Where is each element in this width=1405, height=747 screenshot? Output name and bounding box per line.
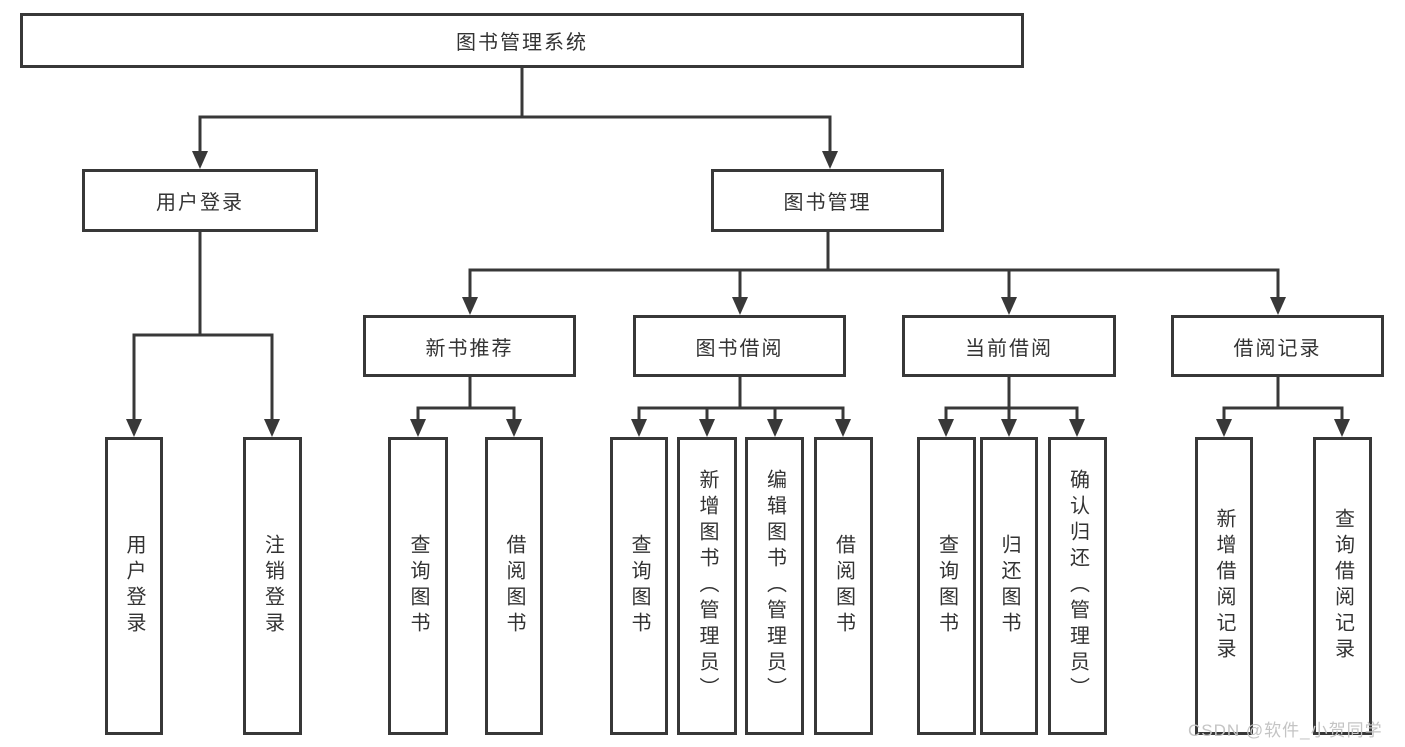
- node-new-book-recommendation: 新书推荐: [363, 315, 576, 377]
- leaf-query-books-current: 查询图书: [917, 437, 976, 735]
- leaf-user-login-label: 用户登录: [123, 534, 145, 638]
- arrowheads: [126, 151, 1350, 437]
- node-library-management-system: 图书管理系统: [20, 13, 1024, 68]
- leaf-logout-label: 注销登录: [261, 534, 284, 638]
- leaf-query-books-current-label: 查询图书: [935, 534, 958, 638]
- leaf-borrow-books: 借阅图书: [814, 437, 873, 735]
- leaf-query-books-recommendation-label: 查询图书: [407, 534, 429, 638]
- leaf-borrow-books-recommendation-label: 借阅图书: [503, 534, 525, 638]
- node-book-borrowing: 图书借阅: [633, 315, 846, 377]
- leaf-add-books-admin: 新增图书（管理员）: [677, 437, 737, 735]
- leaf-query-books-borrowing: 查询图书: [610, 437, 668, 735]
- leaf-confirm-return-admin: 确认归还（管理员）: [1048, 437, 1107, 735]
- node-current-borrowing: 当前借阅: [902, 315, 1116, 377]
- node-user-login: 用户登录: [82, 169, 318, 232]
- leaf-query-borrow-record-label: 查询借阅记录: [1331, 508, 1354, 664]
- leaf-edit-books-admin-label: 编辑图书（管理员）: [763, 469, 786, 703]
- leaf-add-books-admin-label: 新增图书（管理员）: [696, 469, 718, 703]
- leaf-borrow-books-label: 借阅图书: [832, 534, 855, 638]
- leaf-confirm-return-admin-label: 确认归还（管理员）: [1066, 469, 1089, 703]
- node-borrowing-records: 借阅记录: [1171, 315, 1384, 377]
- leaf-query-books-recommendation: 查询图书: [388, 437, 448, 735]
- leaf-return-books: 归还图书: [980, 437, 1038, 735]
- leaf-add-borrow-record-label: 新增借阅记录: [1213, 508, 1235, 664]
- leaf-return-books-label: 归还图书: [998, 534, 1020, 638]
- leaf-logout: 注销登录: [243, 437, 302, 735]
- leaf-edit-books-admin: 编辑图书（管理员）: [745, 437, 804, 735]
- csdn-watermark: CSDN @软件_小贺同学: [1188, 721, 1383, 740]
- leaf-add-borrow-record: 新增借阅记录: [1195, 437, 1253, 735]
- leaf-borrow-books-recommendation: 借阅图书: [485, 437, 543, 735]
- leaf-query-books-borrowing-label: 查询图书: [628, 534, 650, 638]
- node-book-management: 图书管理: [711, 169, 944, 232]
- leaf-user-login: 用户登录: [105, 437, 163, 735]
- leaf-query-borrow-record: 查询借阅记录: [1313, 437, 1372, 735]
